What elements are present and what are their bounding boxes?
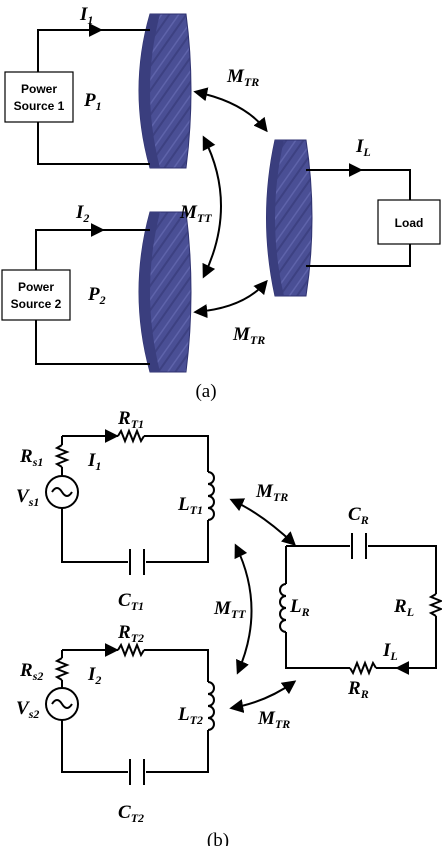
figure-a: Power Source 1 I1 P1 Power Source 2 I2 P… <box>1 4 441 402</box>
circuit-t1 <box>45 428 215 575</box>
figure-b: RT1 Rs1 I1 Vs1 LT1 CT1 RT2 Rs2 I2 Vs2 LT… <box>16 408 442 846</box>
rl-resistor <box>428 593 442 617</box>
b-m-tt-arrow <box>234 543 253 675</box>
b-m-tr-top-arrow <box>229 498 297 546</box>
power-source-1-line1: Power <box>21 82 57 96</box>
vs2-label: Vs2 <box>16 698 39 721</box>
rt2-label: RT2 <box>117 622 144 645</box>
m-tt-label: MTT <box>179 202 212 225</box>
lr-inductor <box>279 583 287 633</box>
lr-label: LR <box>289 596 310 619</box>
m-tt-arrow <box>202 135 222 279</box>
rt2-resistor <box>117 642 145 658</box>
lt2-label: LT2 <box>177 704 203 727</box>
vs1-label: Vs1 <box>16 486 39 509</box>
rr-label: RR <box>347 678 369 701</box>
circuit-2-wires <box>35 223 150 365</box>
lt2-inductor <box>207 681 215 731</box>
circuit-1-wires <box>37 23 150 165</box>
current-i2-label: I2 <box>75 202 89 225</box>
i2-label: I2 <box>87 664 101 687</box>
caption-a: (a) <box>195 381 216 402</box>
i1-label: I1 <box>87 450 101 473</box>
power-source-2-line1: Power <box>18 280 54 294</box>
lt1-inductor <box>207 471 215 521</box>
current-il-label: IL <box>355 136 371 159</box>
receiver-circuit <box>279 533 442 676</box>
vs1-sine-icon <box>51 487 73 497</box>
rs2-resistor <box>54 657 70 681</box>
il-label: IL <box>382 640 398 663</box>
vs2-sine-icon <box>51 699 73 709</box>
b-m-tr-bottom-label: MTR <box>257 708 290 731</box>
transmitter-coil-2 <box>138 211 192 373</box>
power-source-1-box <box>4 71 74 123</box>
power-p2-label: P2 <box>87 284 106 307</box>
power-p1-label: P1 <box>83 90 102 113</box>
ct2-label: CT2 <box>118 802 144 825</box>
receiver-coil <box>266 139 313 297</box>
m-tr-top-arrow <box>193 87 268 133</box>
rs1-label: Rs1 <box>19 446 43 469</box>
lt1-label: LT1 <box>177 494 203 517</box>
b-m-tt-label: MTT <box>213 598 246 621</box>
rs2-label: Rs2 <box>19 660 43 683</box>
load-box <box>377 199 441 245</box>
rs1-resistor <box>54 444 70 468</box>
load-label: Load <box>395 216 424 230</box>
caption-b: (b) <box>207 830 229 846</box>
rt1-resistor <box>117 428 145 444</box>
b-m-tr-top-label: MTR <box>255 481 288 504</box>
m-tr-bottom-arrow <box>193 279 268 319</box>
ct1-label: CT1 <box>118 590 144 613</box>
m-tr-top-label: MTR <box>226 66 259 89</box>
rt1-label: RT1 <box>117 408 144 431</box>
receiver-circuit-wires <box>306 163 411 267</box>
m-tr-bottom-label: MTR <box>232 324 265 347</box>
power-source-2-line2: Source 2 <box>11 297 62 311</box>
current-i1-label: I1 <box>79 4 93 27</box>
power-source-2-box <box>1 269 71 321</box>
transmitter-coil-1 <box>138 13 192 169</box>
rl-label: RL <box>393 596 414 619</box>
circuit-t2 <box>45 642 215 785</box>
b-m-tr-bottom-arrow <box>229 680 297 713</box>
rr-resistor <box>349 660 377 676</box>
power-source-1-line2: Source 1 <box>14 99 65 113</box>
cr-label: CR <box>348 504 369 527</box>
